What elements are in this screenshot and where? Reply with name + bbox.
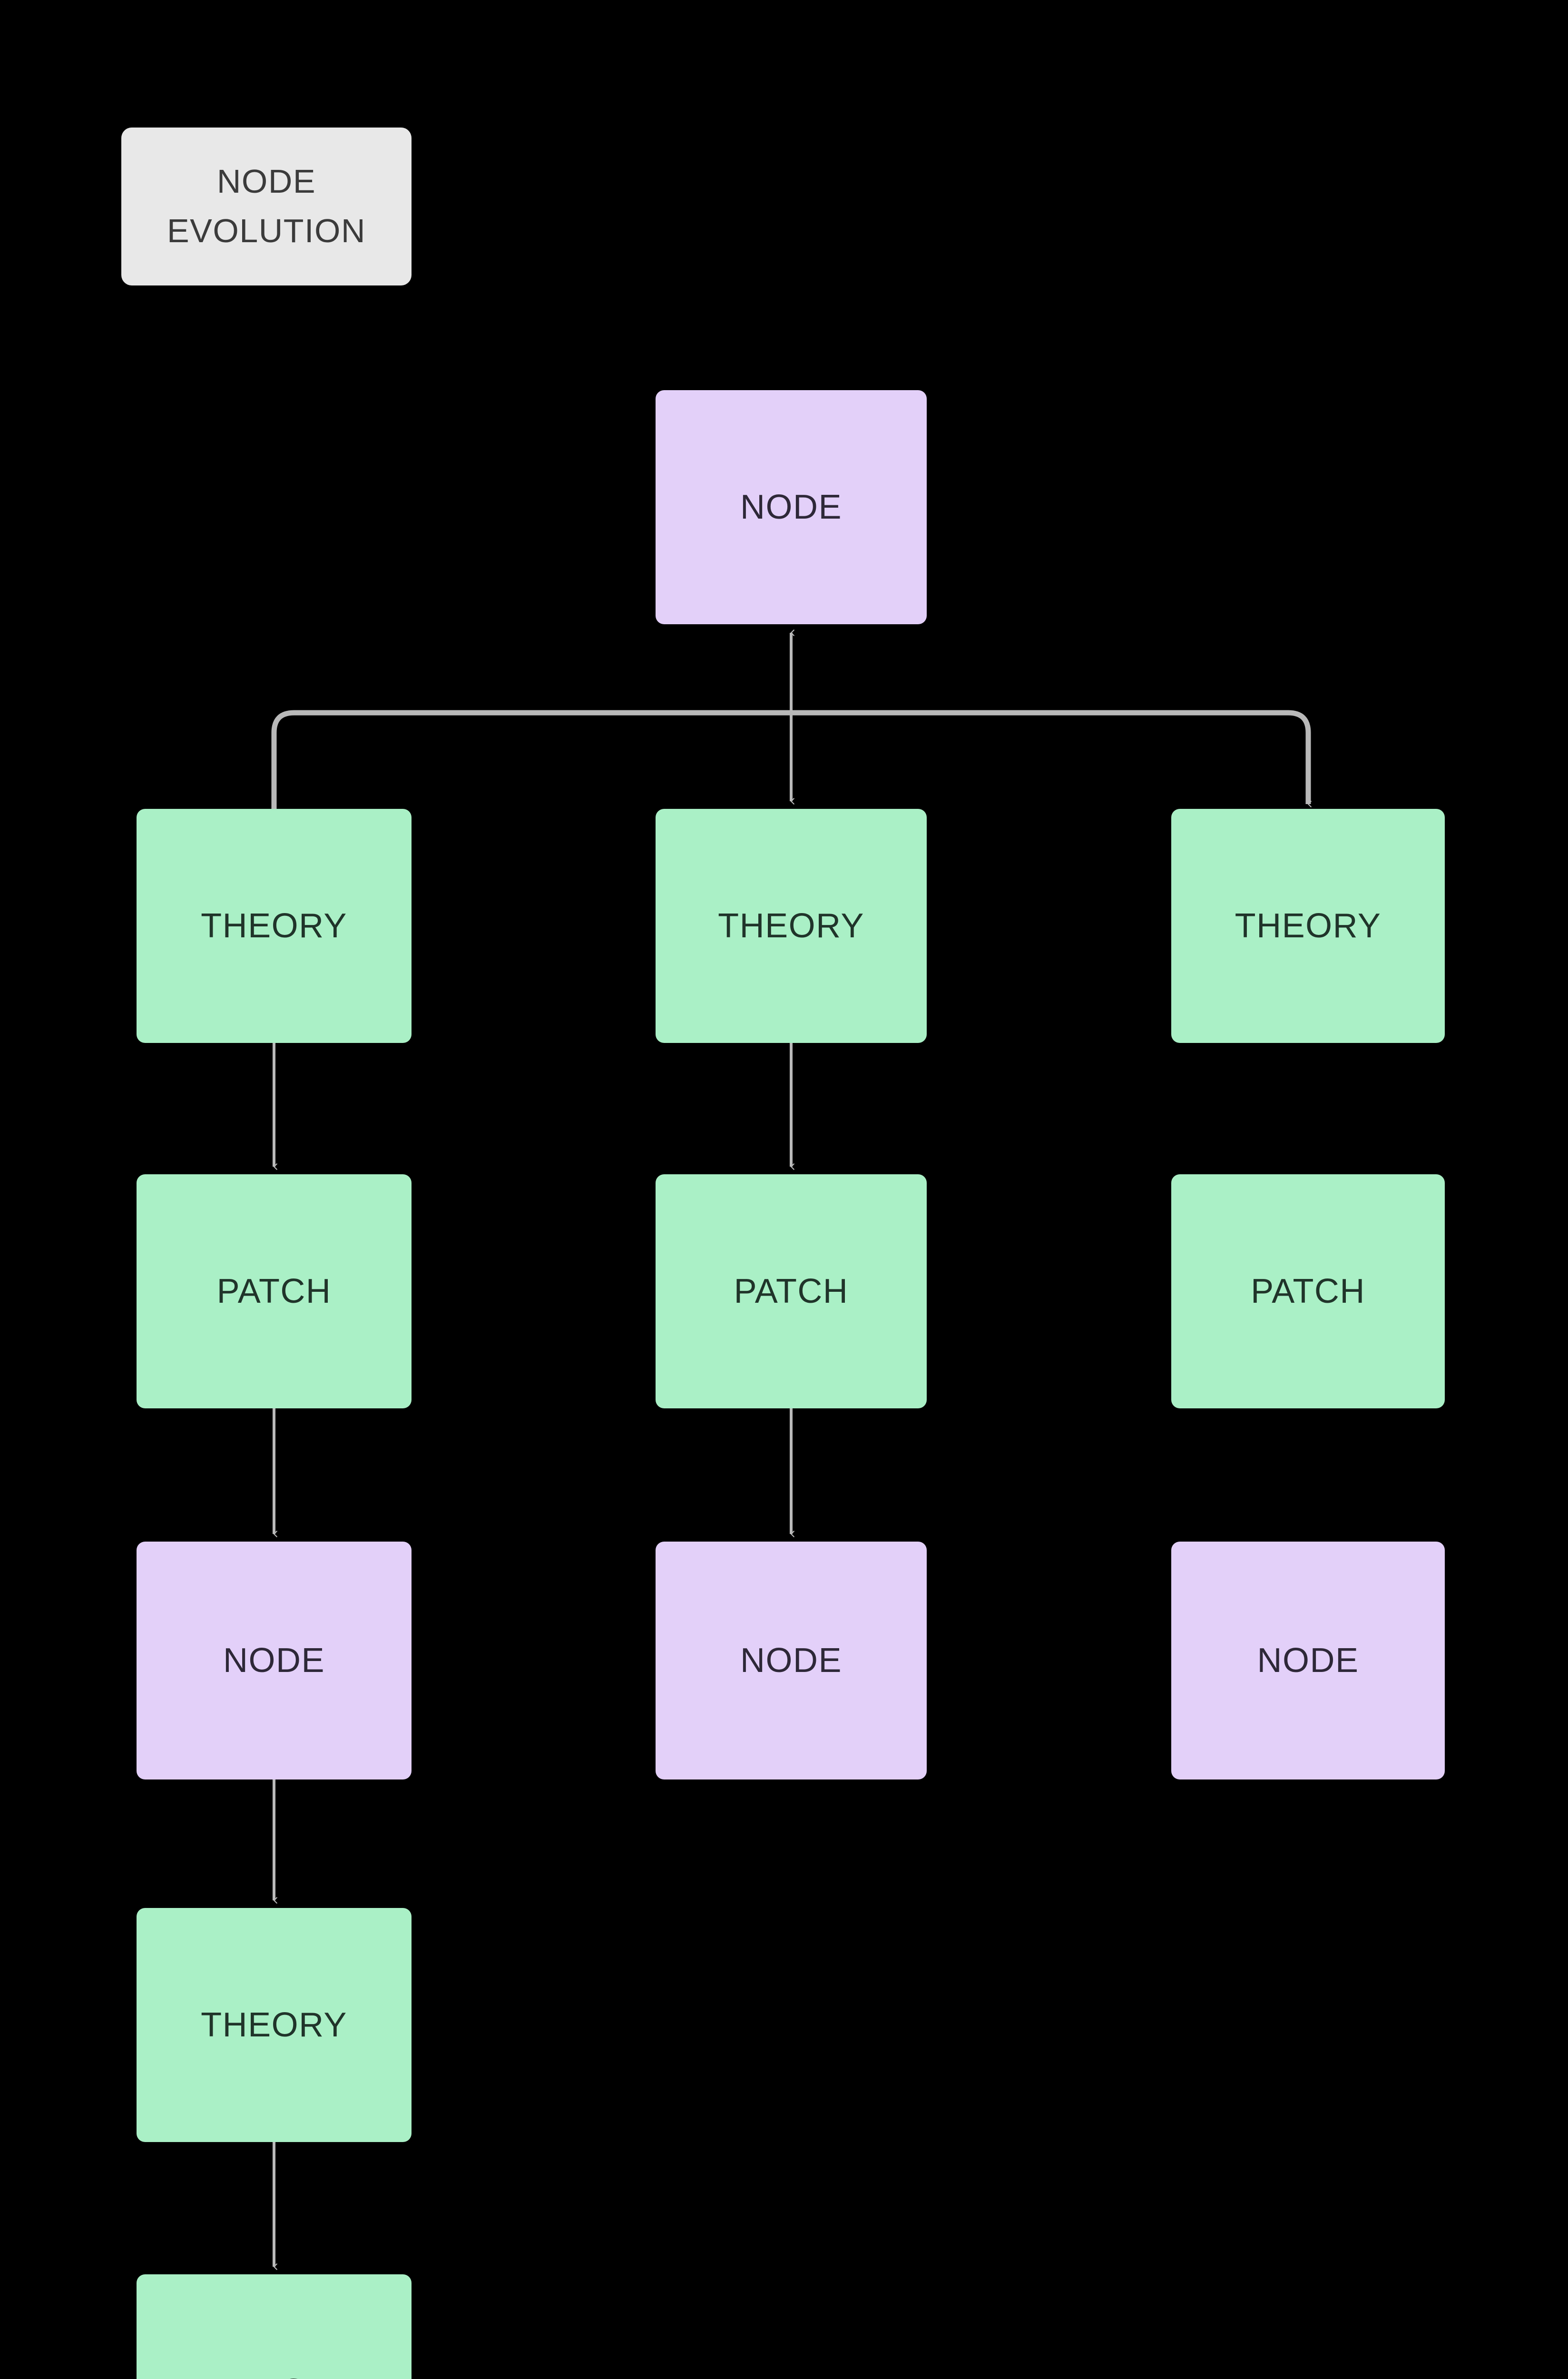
node-label: PATCH	[217, 2367, 332, 2379]
node-theory-c1-b[interactable]: THEORY	[137, 1908, 412, 2142]
legend-label: NODE EVOLUTION	[167, 163, 366, 249]
legend-node-evolution: NODE EVOLUTION	[121, 128, 412, 285]
node-node-c1[interactable]: NODE	[137, 1542, 412, 1779]
node-label: NODE	[740, 488, 843, 526]
node-label: PATCH	[734, 1272, 849, 1310]
edge-bus-rail	[271, 710, 1312, 809]
node-label: THEORY	[1235, 906, 1382, 945]
node-label: THEORY	[201, 906, 347, 945]
node-label: NODE	[223, 1641, 325, 1680]
node-patch-c1-b[interactable]: PATCH	[137, 2274, 412, 2379]
node-patch-c3[interactable]: PATCH	[1171, 1174, 1445, 1408]
node-node-c2[interactable]: NODE	[656, 1542, 927, 1779]
node-patch-c2[interactable]: PATCH	[656, 1174, 927, 1408]
node-root-node[interactable]: NODE	[656, 390, 927, 624]
node-label: PATCH	[1251, 1272, 1365, 1310]
node-theory-c2[interactable]: THEORY	[656, 809, 927, 1043]
node-node-c3[interactable]: NODE	[1171, 1542, 1445, 1779]
node-theory-c3[interactable]: THEORY	[1171, 809, 1445, 1043]
node-label: THEORY	[718, 906, 864, 945]
node-label: THEORY	[201, 2005, 347, 2044]
node-theory-c1[interactable]: THEORY	[137, 809, 412, 1043]
node-label: NODE	[740, 1641, 843, 1680]
node-label: NODE	[1257, 1641, 1359, 1680]
node-label: PATCH	[216, 1272, 332, 1310]
node-patch-c1[interactable]: PATCH	[137, 1174, 412, 1408]
